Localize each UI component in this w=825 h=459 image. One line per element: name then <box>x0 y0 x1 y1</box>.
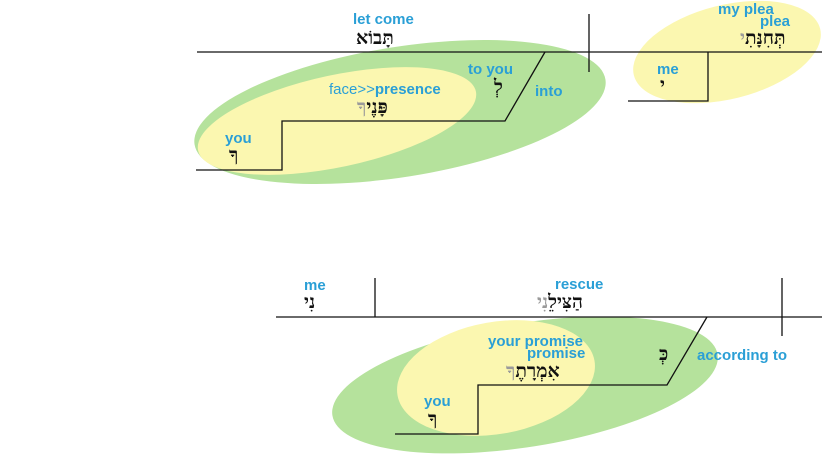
bottom-pobj-suffix-gloss: you <box>424 393 451 410</box>
top-prep-branch <box>196 51 546 171</box>
bottom-verb-hebrew-suffix: נִי <box>537 291 549 313</box>
top-object-suffix-gloss: you <box>225 130 252 147</box>
top-subject-gloss-secondary: plea <box>760 13 791 30</box>
top-object-gloss-main: presence <box>374 81 441 98</box>
bottom-object-ellipse <box>397 320 595 436</box>
top-subject-ellipse <box>633 0 821 104</box>
bottom-pobj-hebrew-suffix: ךָ <box>506 360 516 382</box>
top-object-suffix-hebrew: ךָ <box>229 144 239 166</box>
bottom-prep-gloss: according to <box>697 347 788 364</box>
bottom-pobj-hebrew: אִמְרָתֶךָ <box>506 362 560 381</box>
bottom-pobj-gloss-secondary: promise <box>527 345 586 362</box>
top-subject-hebrew-main: תְּחִנָּתִ <box>744 27 786 49</box>
top-subject-suffix-branch <box>628 52 709 102</box>
bottom-prep-hebrew: כְּ <box>659 343 669 365</box>
top-verb-hebrew: תָּבוֹא <box>356 27 394 49</box>
bottom-object-hebrew: נִי <box>304 291 316 313</box>
top-subject-hebrew-suffix: י <box>740 27 745 49</box>
top-prep-into-gloss: into <box>535 83 563 100</box>
bottom-verb-gloss: rescue <box>555 276 604 293</box>
bottom-pobj-suffix-hebrew: ךָ <box>428 408 438 430</box>
bottom-verb-hebrew: הַצִּילֵנִי <box>537 293 583 312</box>
top-suffix-gloss: me <box>657 61 679 78</box>
bottom-object-gloss: me <box>304 277 326 294</box>
top-object-hebrew-suffix: ךָ <box>357 96 367 118</box>
bottom-prep-branch <box>395 316 708 435</box>
bottom-pobj-hebrew-main: אִמְרָתֶ <box>515 360 560 382</box>
top-object-gloss-prefix: face>> <box>329 81 375 98</box>
top-subject-gloss: my plea <box>718 1 774 18</box>
bottom-verb-hebrew-main: הַצִּילֵ <box>548 291 583 313</box>
top-suffix-hebrew: י <box>660 74 665 96</box>
top-prep-hebrew: לְ <box>494 76 503 98</box>
top-object-hebrew: פָּנֶיךָ <box>357 98 388 117</box>
top-subject-hebrew: תְּחִנָּתִי <box>740 29 786 48</box>
top-object-gloss: face>>presence <box>329 82 441 97</box>
top-object-hebrew-main: פָּנֶי <box>366 96 388 118</box>
top-prep-to-gloss: to you <box>468 61 513 78</box>
bottom-pobj-gloss: your promise <box>488 333 584 350</box>
top-verb-gloss: let come <box>353 11 414 28</box>
